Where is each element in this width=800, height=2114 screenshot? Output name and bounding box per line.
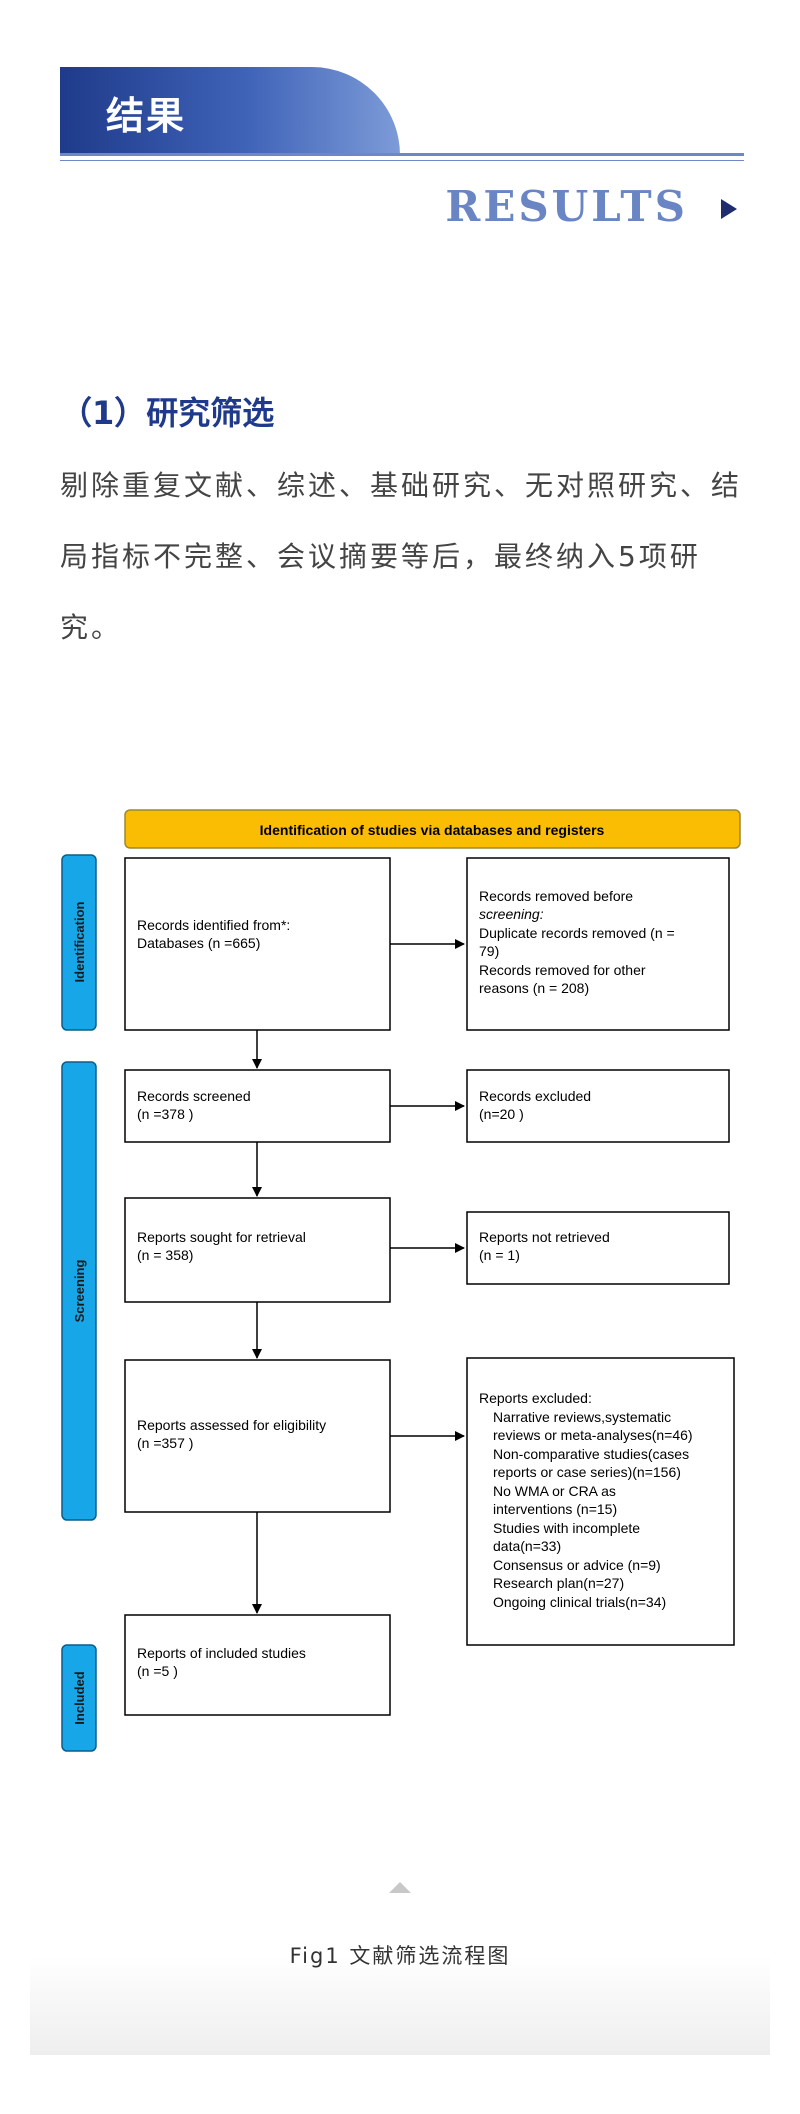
box-reports-excluded-text: Reports excluded: Narrative reviews,syst…: [479, 1390, 696, 1610]
phase-identification-bar: [61, 854, 97, 1031]
box-assessed: [124, 1359, 391, 1513]
box-identified-text: Records identified from*: Databases (n =…: [137, 917, 294, 951]
box-sought: [124, 1197, 391, 1303]
box-removed: [466, 857, 730, 1031]
header-tab: 结果: [60, 67, 400, 155]
box-reports-excluded: [466, 1357, 735, 1646]
prisma-flowchart: Identification of studies via databases …: [61, 809, 741, 1752]
box-excluded-text: Records excluded (n=20 ): [479, 1088, 595, 1122]
phase-included-label: Included: [72, 1671, 87, 1725]
header-divider: [60, 153, 744, 156]
box-sought-text: Reports sought for retrieval (n = 358): [137, 1229, 310, 1263]
box-included-text: Reports of included studies (n =5 ): [137, 1645, 310, 1679]
results-subtitle: RESULTS: [445, 182, 688, 231]
bottom-fade: [30, 1955, 770, 2055]
box-assessed-text: Reports assessed for eligibility (n =357…: [137, 1417, 330, 1451]
figure-caption: Fig1 文献筛选流程图: [289, 1944, 511, 1968]
phase-screening-bar: [61, 1061, 97, 1521]
section-paragraph: 剔除重复文献、综述、基础研究、无对照研究、结局指标不完整、会议摘要等后，最终纳入…: [60, 469, 743, 644]
header-title: 结果: [106, 93, 187, 138]
box-included: [124, 1614, 391, 1716]
caret-up-icon: [389, 1882, 411, 1893]
box-not-retrieved-text: Reports not retrieved (n = 1): [479, 1229, 614, 1263]
phase-included-bar: [61, 1644, 97, 1752]
box-excluded: [466, 1069, 730, 1143]
box-screened: [124, 1069, 391, 1143]
banner-box: [124, 809, 741, 849]
box-identified: [124, 857, 391, 1031]
header-divider-thin: [60, 160, 744, 161]
banner-text: Identification of studies via databases …: [260, 822, 605, 838]
play-arrow-icon: [721, 199, 737, 219]
phase-screening-label: Screening: [72, 1260, 87, 1323]
box-screened-text: Records screened (n =378 ): [137, 1088, 255, 1122]
phase-identification-label: Identification: [72, 901, 87, 982]
section-title: （1）研究筛选: [60, 394, 275, 432]
box-not-retrieved: [466, 1211, 730, 1285]
box-removed-text: Records removed before screening: Duplic…: [479, 888, 679, 996]
